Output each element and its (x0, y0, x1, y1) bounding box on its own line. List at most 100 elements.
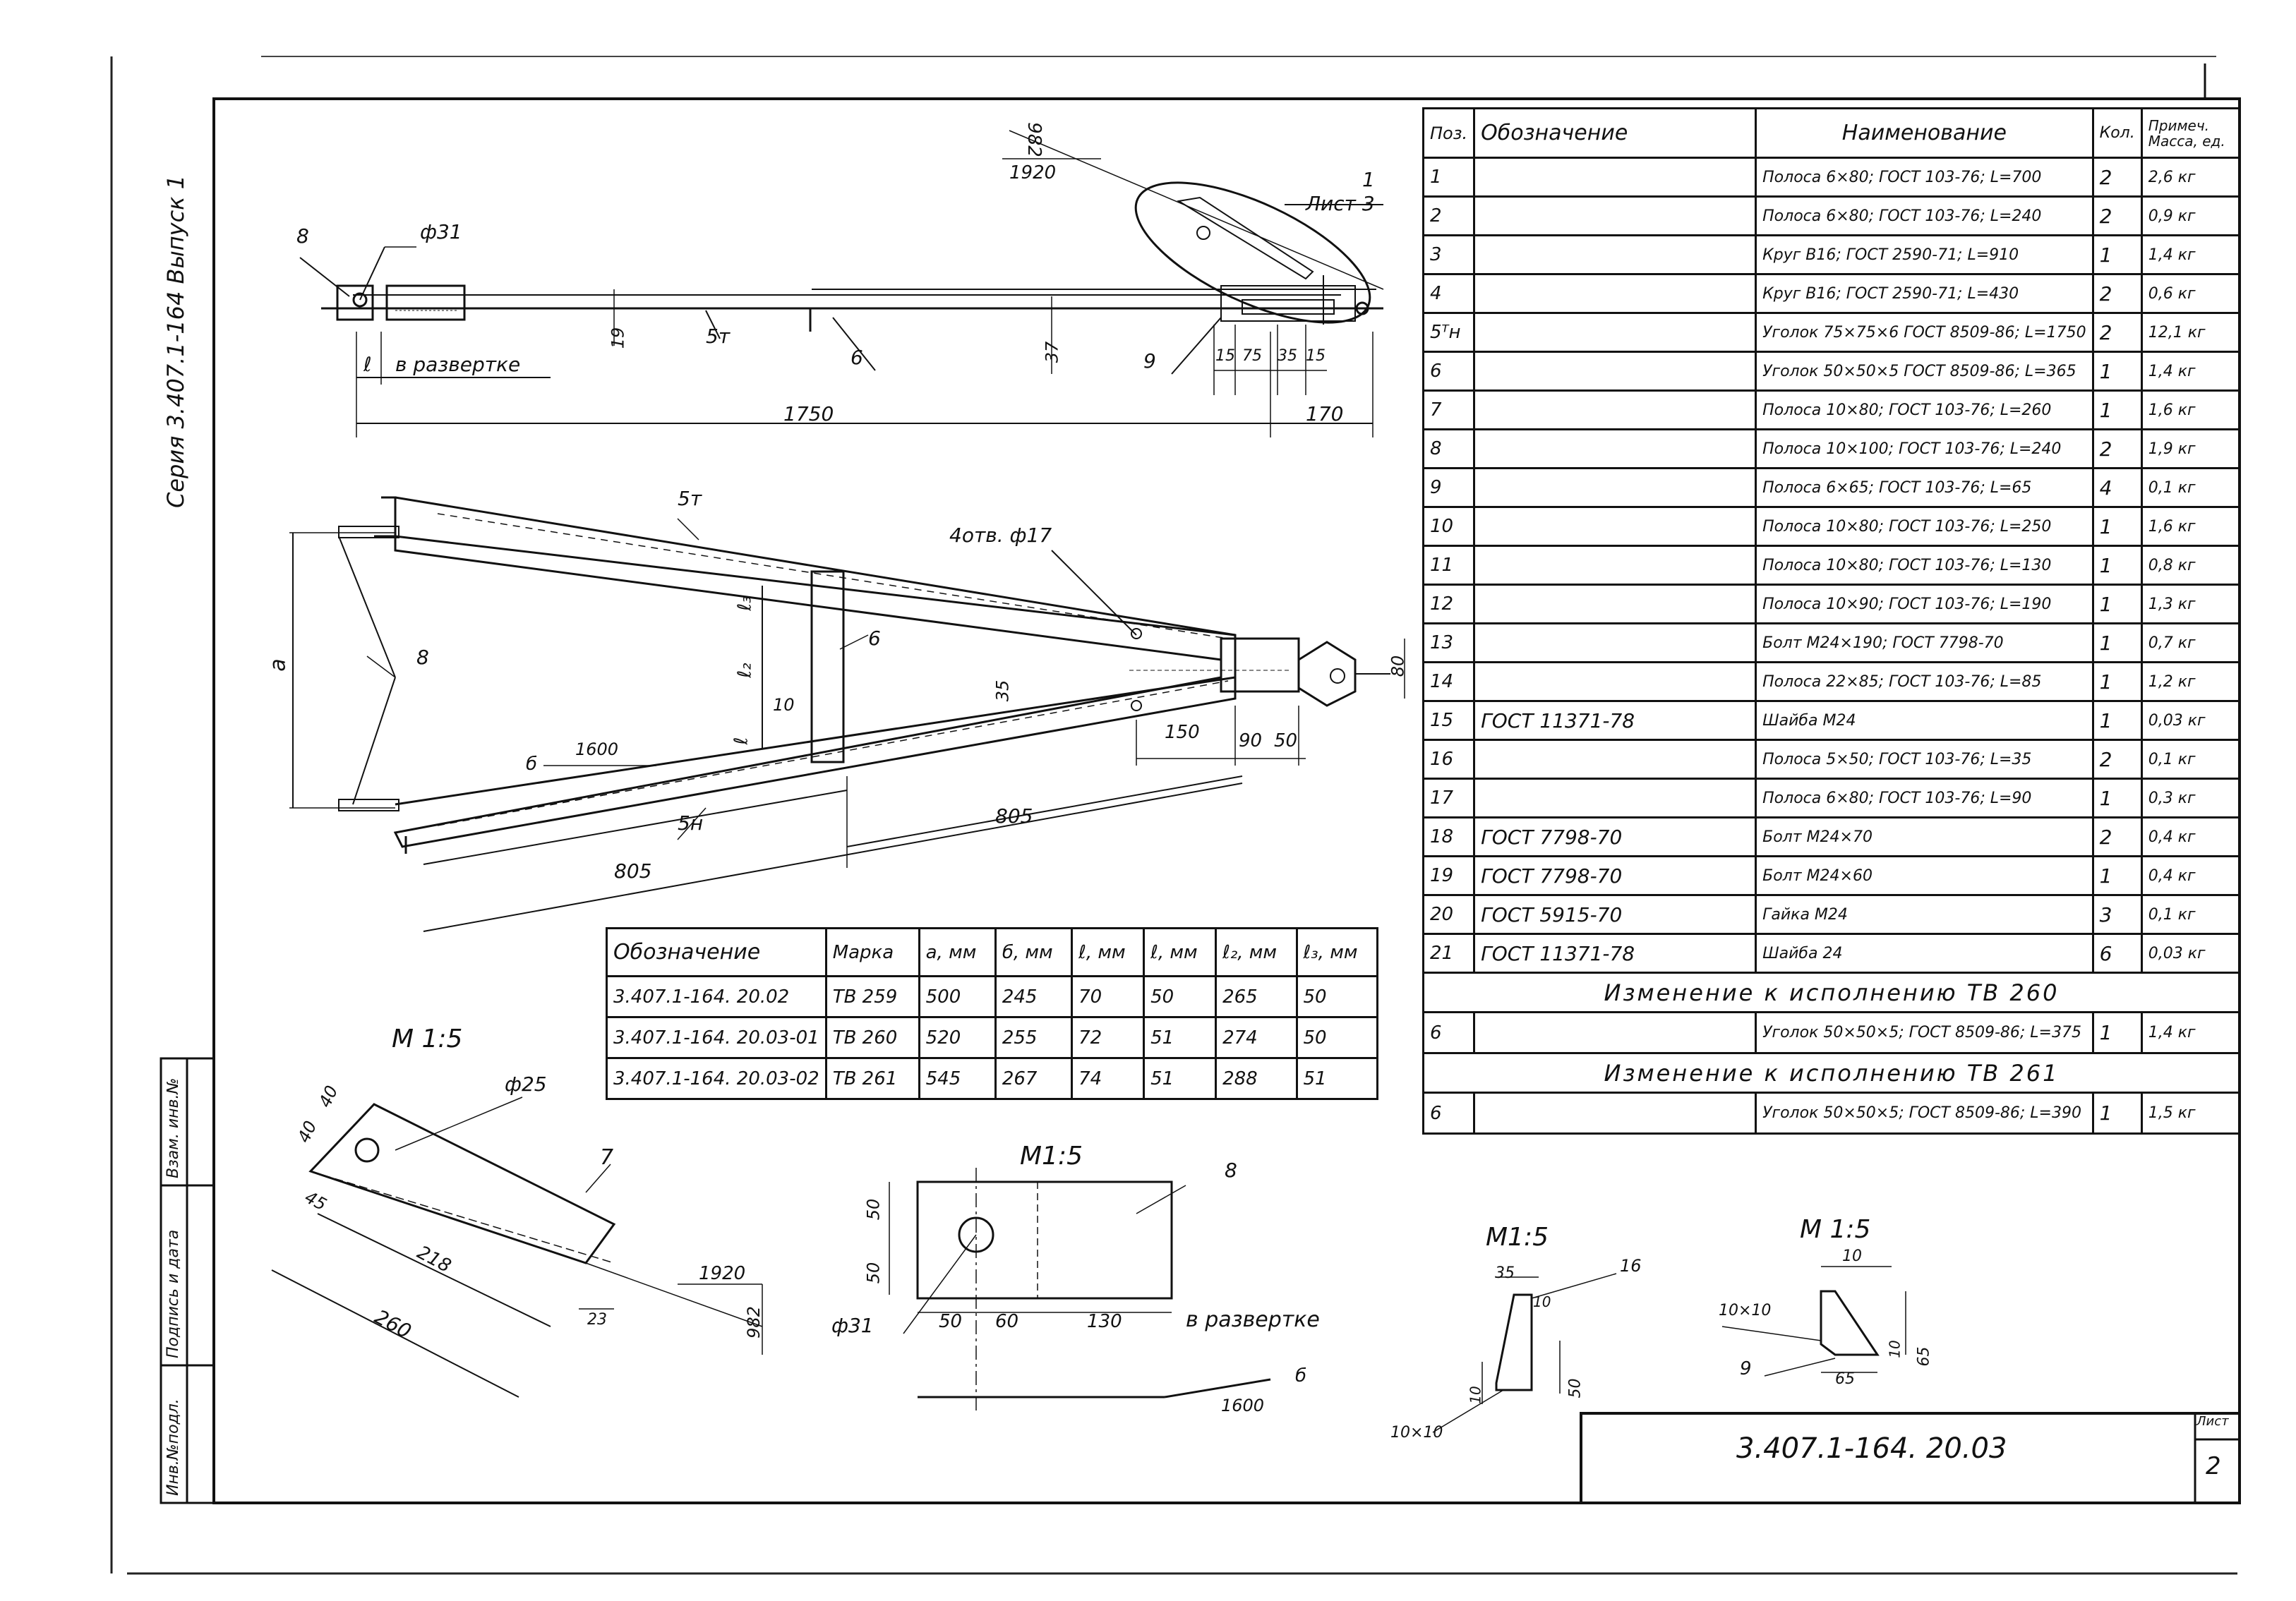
spec-cell: Полоса 6×80; ГОСТ 103-76; L=90 (1755, 778, 2094, 818)
spec-cell: Болт М24×70 (1755, 816, 2094, 857)
spec-cell: 15 (1422, 700, 1476, 741)
vt-cell: 3.407.1-164. 20.02 (606, 975, 827, 1018)
dim-b-plan: б (526, 754, 538, 775)
spec-cell (1473, 661, 1757, 702)
d8-130: 130 (1087, 1311, 1122, 1332)
spec-cell (1473, 739, 1757, 780)
vt-cell: ТВ 261 (824, 1057, 920, 1100)
dim-d31: ф31 (420, 220, 462, 243)
holes-note: 4отв. ф17 (949, 524, 1052, 547)
d9-65b: 65 (1835, 1370, 1855, 1388)
dim-1750: 1750 (783, 402, 834, 425)
table-row: Изменение к исполнению ТВ 260 (1422, 972, 2241, 1013)
spec-cell: 16 (1422, 739, 1476, 780)
scale-detail-8: М1:5 (1020, 1142, 1083, 1171)
spec-cell: 1 (1422, 157, 1476, 198)
vt-cell: 274 (1215, 1016, 1298, 1059)
detail-9 (1721, 1266, 1906, 1377)
spec-cell: 1,4 кг (2140, 351, 2242, 392)
spec-h-pos: Поз. (1422, 107, 1476, 159)
spec-cell: 20 (1422, 894, 1476, 935)
dim-170: 170 (1306, 402, 1344, 425)
dim-75: 75 (1242, 347, 1262, 365)
d8-50a: 50 (863, 1198, 884, 1221)
spec-cell (1473, 195, 1757, 236)
spec-cell: 0,4 кг (2140, 855, 2242, 896)
spec-cell: ГОСТ 11371-78 (1473, 700, 1757, 741)
spec-cell: 1 (2091, 1011, 2143, 1054)
spec-h-qty: Кол. (2091, 107, 2143, 159)
d16-10x10: 10×10 (1390, 1424, 1443, 1442)
spec-cell (1473, 389, 1757, 430)
d9-10a: 10 (1842, 1247, 1862, 1265)
spec-cell: 1 (2091, 855, 2143, 896)
vt-cell: ТВ 259 (824, 975, 920, 1018)
d8-d31: ф31 (831, 1314, 874, 1337)
spec-cell: 11 (1422, 545, 1476, 586)
spec-cell (1473, 778, 1757, 818)
spec-cell: Полоса 6×65; ГОСТ 103-76; L=65 (1755, 467, 2094, 508)
detail-8 (889, 1168, 1271, 1411)
spec-cell: 1 (2091, 506, 2143, 547)
d9-pos: 9 (1740, 1358, 1752, 1379)
spec-cell (1473, 351, 1757, 392)
vt-cell: 255 (994, 1016, 1074, 1059)
spec-cell: 4 (1422, 273, 1476, 314)
vt-cell: 267 (994, 1057, 1074, 1100)
spec-cell: 2 (2091, 312, 2143, 353)
pos-8-top: 8 (296, 224, 309, 248)
d7-982: 982 (743, 1306, 764, 1339)
spec-cell: 6 (1422, 351, 1476, 392)
d7-23: 23 (587, 1311, 607, 1329)
spec-cell: 1,4 кг (2140, 1011, 2242, 1054)
pos-6-plan: 6 (868, 627, 881, 650)
spec-cell: 0,4 кг (2140, 816, 2242, 857)
specification-table: Поз. Обозначение Наименование Кол. Приме… (1422, 107, 2242, 1135)
spec-cell: 0,3 кг (2140, 778, 2242, 818)
table-row: 3.407.1-164. 20.03-01 ТВ 260 520 255 72 … (606, 1016, 1379, 1059)
spec-cell: 2 (2091, 195, 2143, 236)
sheet-number: 2 (2206, 1452, 2221, 1480)
vt-h-a: а, мм (918, 927, 997, 977)
vt-h-l1: ℓ, мм (1143, 927, 1218, 977)
d7-1920: 1920 (699, 1263, 746, 1284)
table-row: Изменение к исполнению ТВ 261 (1422, 1052, 2241, 1094)
dim-10: 10 (773, 695, 795, 715)
dim-35-plan: 35 (992, 679, 1013, 702)
spec-cell: 2 (1422, 195, 1476, 236)
dim-a: а (265, 658, 291, 672)
sheet-label: Лист (2196, 1414, 2229, 1429)
spec-cell: 0,7 кг (2140, 622, 2242, 663)
spec-cell: Уголок 75×75×6 ГОСТ 8509-86; L=1750 (1755, 312, 2094, 353)
spec-cell: Шайба М24 (1755, 700, 2094, 741)
change-title: Изменение к исполнению ТВ 260 (1422, 972, 2241, 1013)
spec-cell: 17 (1422, 778, 1476, 818)
d16-pos: 16 (1620, 1256, 1642, 1276)
spec-cell: 18 (1422, 816, 1476, 857)
table-row: 3.407.1-164. 20.02 ТВ 259 500 245 70 50 … (606, 975, 1379, 1018)
d8-50c: 50 (939, 1311, 963, 1332)
spec-cell: ГОСТ 11371-78 (1473, 933, 1757, 974)
spec-cell: Полоса 10×80; ГОСТ 103-76; L=250 (1755, 506, 2094, 547)
spec-cell (1473, 273, 1757, 314)
dim-1920: 1920 (1009, 162, 1057, 183)
spec-cell (1473, 157, 1757, 198)
vt-cell: 50 (1295, 975, 1379, 1018)
spec-cell: 1,3 кг (2140, 584, 2242, 624)
vt-h-designation: Обозначение (606, 927, 827, 977)
pos-9-top: 9 (1143, 349, 1156, 373)
spec-cell (1473, 234, 1757, 275)
spec-cell: Болт М24×190; ГОСТ 7798-70 (1755, 622, 2094, 663)
d8-1600: 1600 (1221, 1396, 1265, 1415)
vt-cell: 545 (918, 1057, 997, 1100)
spec-cell (1473, 467, 1757, 508)
spec-cell: Полоса 5×50; ГОСТ 103-76; L=35 (1755, 739, 2094, 780)
